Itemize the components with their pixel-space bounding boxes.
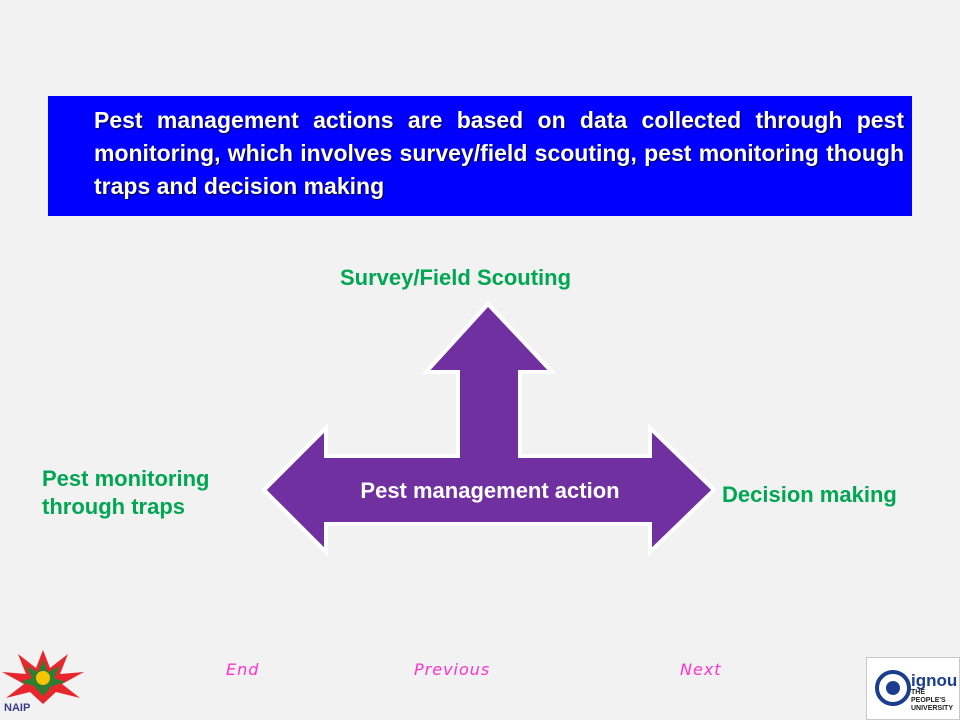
label-pest-management-action: Pest management action — [360, 478, 620, 503]
naip-logo-text: NAIP — [4, 702, 31, 714]
end-link[interactable]: End — [226, 660, 260, 679]
intro-banner: Pest management actions are based on dat… — [48, 96, 912, 216]
next-link[interactable]: Next — [680, 660, 722, 679]
ignou-logo: ignou THE PEOPLE'S UNIVERSITY — [866, 657, 960, 720]
intro-text: Pest management actions are based on dat… — [94, 107, 904, 199]
naip-logo: NAIP — [0, 646, 86, 720]
label-decision-making: Decision making — [722, 482, 897, 507]
ignou-name: ignou — [911, 671, 958, 690]
naip-emblem-icon — [2, 650, 84, 704]
previous-link[interactable]: Previous — [414, 660, 491, 679]
label-survey-field-scouting: Survey/Field Scouting — [340, 265, 572, 290]
ignou-subtitle-2: UNIVERSITY — [911, 705, 954, 712]
arrow-shape — [261, 301, 717, 557]
ignou-emblem-icon — [875, 670, 911, 706]
ignou-subtitle-1: THE PEOPLE'S — [911, 689, 946, 704]
label-pest-monitoring-traps: Pest monitoring through traps — [42, 466, 210, 519]
